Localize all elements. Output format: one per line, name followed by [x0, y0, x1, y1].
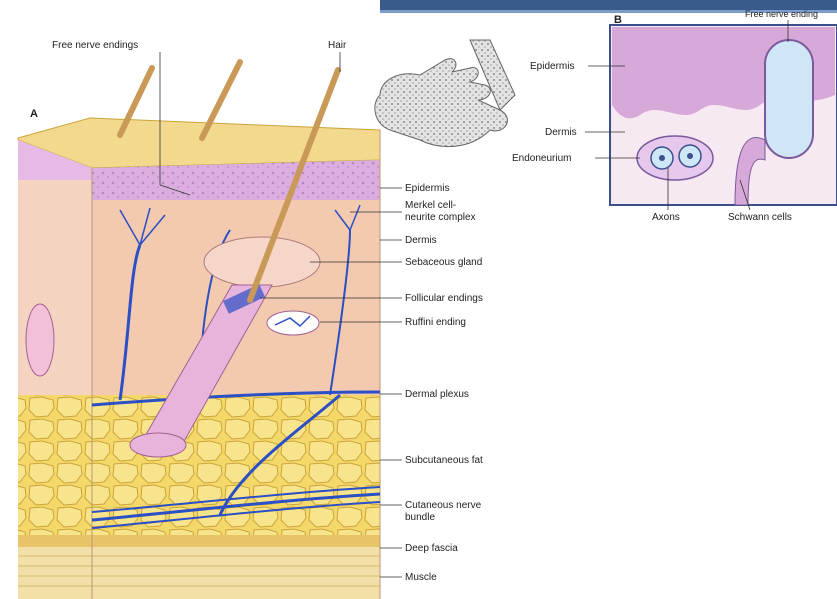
- label-sebaceous-gland: Sebaceous gland: [405, 257, 482, 269]
- label-hair: Hair: [328, 40, 346, 52]
- label-muscle: Muscle: [405, 572, 437, 584]
- label-merkel-line1: Merkel cell-: [405, 200, 515, 212]
- panel-b-letter: B: [614, 14, 622, 26]
- label-dermis: Dermis: [405, 235, 437, 247]
- label-free-nerve-ending: Free nerve ending: [745, 8, 818, 20]
- label-cutaneous-line2: bundle: [405, 512, 515, 524]
- label-follicular-endings: Follicular endings: [405, 293, 483, 305]
- pacinian-corpuscle: [26, 304, 54, 376]
- label-b-endoneurium: Endoneurium: [512, 153, 571, 165]
- label-b-axons: Axons: [652, 212, 680, 224]
- label-dermal-plexus: Dermal plexus: [405, 389, 469, 401]
- label-cutaneous-nerve-bundle: Cutaneous nerve bundle: [405, 500, 515, 524]
- label-b-dermis: Dermis: [545, 127, 577, 139]
- label-b-schwann-cells: Schwann cells: [728, 212, 792, 224]
- label-cutaneous-line1: Cutaneous nerve: [405, 500, 515, 512]
- label-epidermis: Epidermis: [405, 183, 449, 195]
- label-merkel-line2: neurite complex: [405, 212, 515, 224]
- ruffini-ending: [267, 311, 319, 335]
- label-merkel-cell-neurite-complex: Merkel cell- neurite complex: [405, 200, 515, 224]
- label-subcutaneous-fat: Subcutaneous fat: [405, 455, 483, 467]
- hand-icon: [375, 40, 515, 147]
- label-deep-fascia: Deep fascia: [405, 543, 458, 555]
- label-ruffini-ending: Ruffini ending: [405, 317, 466, 329]
- label-free-nerve-endings: Free nerve endings: [52, 40, 138, 52]
- panel-a-letter: A: [30, 108, 38, 120]
- panel-b-nerve-detail: [610, 25, 837, 205]
- label-b-epidermis: Epidermis: [530, 61, 574, 73]
